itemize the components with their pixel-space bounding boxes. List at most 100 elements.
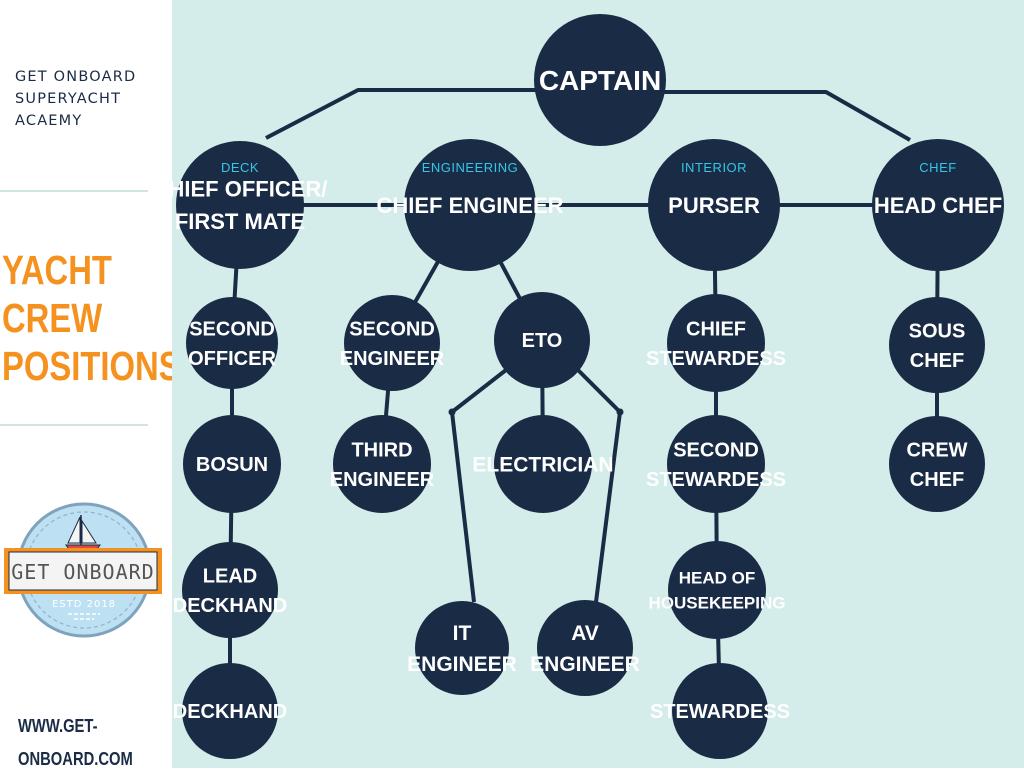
node-label: ENGINEER — [407, 653, 517, 676]
node-label: STEWARDESS — [646, 469, 786, 491]
sidebar: GET ONBOARD SUPERYACHT ACAEMY YACHT CREW… — [0, 0, 181, 769]
node-circle — [889, 416, 985, 512]
department-label: ENGINEERING — [422, 160, 519, 175]
node-chief-officer: CHIEF OFFICER/FIRST MATE DECK — [153, 141, 328, 269]
node-lead-deckhand: LEAD DECKHAND — [173, 542, 287, 638]
node-label: ELECTRICIAN — [472, 454, 613, 477]
logo-brand-text: GET ONBOARD — [11, 560, 154, 584]
node-label: CHEF — [910, 350, 964, 372]
node-chief-engineer: CHIEF ENGINEER ENGINEERING — [376, 139, 564, 271]
node-circle — [672, 663, 768, 759]
node-second-officer: SECOND OFFICER — [186, 297, 278, 389]
website-url[interactable]: WWW.GET- ONBOARD.COM — [18, 710, 133, 776]
node-head-chef: HEAD CHEF CHEF — [872, 139, 1004, 271]
website-line: ONBOARD.COM — [18, 749, 133, 769]
node-circle — [668, 541, 766, 639]
node-circle — [667, 294, 765, 392]
node-circle — [889, 297, 985, 393]
node-label: PURSER — [668, 193, 760, 218]
node-head-of-housekeeping: HEAD OF HOUSEKEEPING — [649, 541, 786, 639]
node-av-engineer: AV ENGINEER — [530, 600, 640, 696]
node-circle — [344, 295, 440, 391]
node-label: DECKHAND — [173, 701, 287, 723]
node-label: ENGINEER — [330, 469, 435, 491]
website-line: WWW.GET- — [18, 716, 98, 736]
connector-captain-to-head-chef — [600, 90, 911, 142]
node-label: CHIEF ENGINEER — [376, 193, 563, 218]
logo-established-text: ESTD 2018 — [52, 599, 116, 610]
node-circle — [183, 415, 281, 513]
node-circle — [333, 415, 431, 513]
node-eto: ETO — [494, 292, 590, 388]
node-label: ENGINEER — [340, 348, 445, 370]
node-label: SECOND — [189, 318, 275, 340]
node-label: SECOND — [349, 318, 435, 340]
node-chief-stewardess: CHIEF STEWARDESS — [646, 294, 786, 392]
node-circle — [872, 139, 1004, 271]
academy-line: GET ONBOARD — [15, 69, 137, 85]
node-label: BOSUN — [196, 454, 268, 476]
node-label: HOUSEKEEPING — [649, 594, 786, 613]
node-sous-chef: SOUS CHEF — [889, 297, 985, 393]
node-second-stewardess: SECOND STEWARDESS — [646, 415, 786, 513]
node-label: ETO — [522, 330, 563, 352]
node-circle — [537, 600, 633, 696]
node-electrician: ELECTRICIAN — [472, 415, 614, 513]
node-label: SOUS — [909, 320, 966, 342]
node-label: OFFICER — [188, 348, 276, 370]
node-second-engineer: SECOND ENGINEER — [340, 295, 445, 391]
title-line: POSITIONS — [2, 343, 181, 389]
department-label: DECK — [221, 160, 259, 175]
node-label: FIRST MATE — [175, 209, 305, 234]
node-circle — [182, 663, 278, 759]
node-label: CHIEF — [686, 318, 746, 340]
node-circle — [176, 141, 304, 269]
academy-line: ACAEMY — [15, 113, 83, 129]
node-label: AV — [571, 622, 599, 645]
node-label: DECKHAND — [173, 595, 287, 617]
academy-line: SUPERYACHT — [15, 91, 122, 107]
node-label: CREW — [906, 439, 967, 461]
node-label: THIRD — [351, 439, 412, 461]
node-label: CAPTAIN — [539, 65, 661, 96]
title-line: YACHT — [2, 247, 112, 293]
node-circle — [494, 292, 590, 388]
node-it-engineer: IT ENGINEER — [407, 601, 517, 695]
department-label: INTERIOR — [681, 160, 747, 175]
get-onboard-logo: GET ONBOARD ESTD 2018 — [4, 502, 162, 638]
node-label: STEWARDESS — [646, 348, 786, 370]
node-circle — [182, 542, 278, 638]
node-stewardess: STEWARDESS — [650, 663, 790, 759]
divider — [0, 190, 148, 192]
node-circle — [404, 139, 536, 271]
node-circle — [415, 601, 509, 695]
page-title: YACHT CREW POSITIONS — [2, 246, 181, 390]
node-label: CHEF — [910, 469, 964, 491]
logo-ribbon-inner — [8, 551, 158, 591]
node-label: LEAD — [203, 565, 257, 587]
node-label: STEWARDESS — [650, 701, 790, 723]
node-deckhand: DECKHAND — [173, 663, 287, 759]
node-third-engineer: THIRD ENGINEER — [330, 415, 435, 513]
title-line: CREW — [2, 295, 103, 341]
node-circle — [534, 14, 666, 146]
node-label: IT — [453, 622, 472, 645]
node-bosun: BOSUN — [183, 415, 281, 513]
node-circle — [667, 415, 765, 513]
node-circle — [494, 415, 592, 513]
connector-eto-to-it-engineer — [450, 368, 508, 603]
node-circle — [648, 139, 780, 271]
node-label: SECOND — [673, 439, 759, 461]
department-label: CHEF — [919, 160, 956, 175]
node-crew-chef: CREW CHEF — [889, 416, 985, 512]
node-label: HEAD CHEF — [874, 193, 1002, 218]
node-label: HEAD OF — [679, 569, 756, 588]
academy-name: GET ONBOARD SUPERYACHT ACAEMY — [15, 66, 165, 132]
divider — [0, 424, 148, 426]
connector-captain-to-chief-officer — [265, 88, 600, 140]
node-label: ENGINEER — [530, 653, 640, 676]
node-label: CHIEF OFFICER/ — [153, 177, 328, 202]
connector-joint — [448, 408, 456, 416]
node-purser: PURSER INTERIOR — [648, 139, 780, 271]
